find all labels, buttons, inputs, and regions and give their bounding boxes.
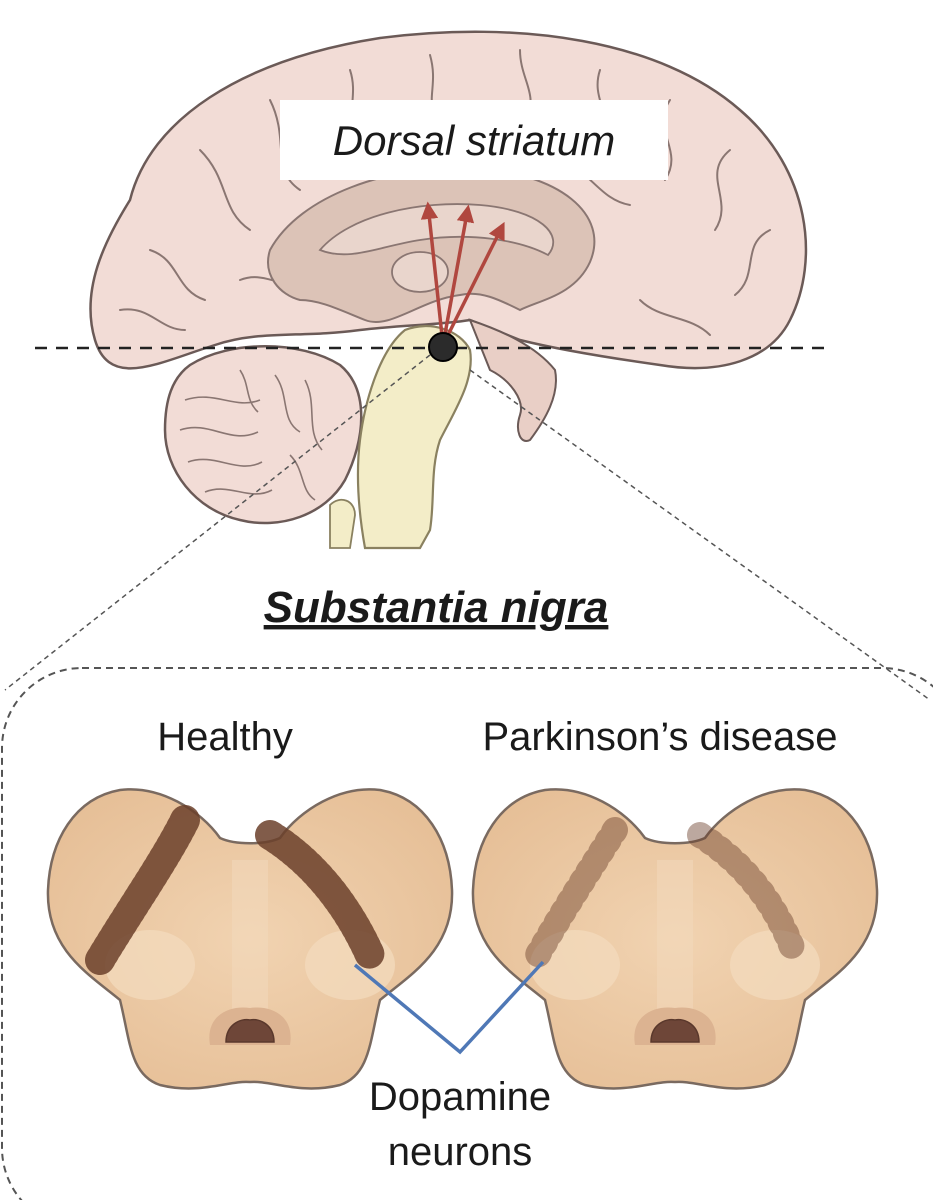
zoom-panel xyxy=(1,667,933,1200)
thalamus xyxy=(391,251,449,293)
brainstem xyxy=(356,325,472,550)
cerebellum xyxy=(163,345,363,525)
temporal-lobe xyxy=(468,318,557,442)
dopamine-neurons-pointer xyxy=(353,960,545,1055)
spinal-cord-stub xyxy=(329,498,356,549)
healthy-dopamine-band-right xyxy=(255,820,385,970)
nigrostriatal-projection-arrows xyxy=(420,201,505,346)
zoom-guide-lines xyxy=(4,354,931,701)
healthy-label: Healthy xyxy=(157,715,293,759)
parkinsons-label: Parkinson’s disease xyxy=(482,715,837,759)
dorsal-striatum-label: Dorsal striatum xyxy=(333,117,615,164)
lateral-ventricle xyxy=(318,203,554,257)
substantia-nigra-heading: Substantia nigra xyxy=(264,583,609,632)
parkinsons-midbrain-section xyxy=(471,788,879,1090)
dopamine-neurons-label-line1: Dopamine xyxy=(369,1075,551,1119)
dorsal-striatum-label-box xyxy=(280,100,668,180)
cerebellum-folia xyxy=(179,369,323,501)
pd-dopamine-band-right xyxy=(687,822,808,968)
pd-dopamine-band-left xyxy=(522,817,628,973)
dopamine-neurons-label-line2: neurons xyxy=(388,1130,533,1174)
healthy-midbrain-section xyxy=(46,788,454,1090)
healthy-dopamine-band-left xyxy=(85,805,200,975)
substantia-nigra-marker xyxy=(428,332,458,362)
